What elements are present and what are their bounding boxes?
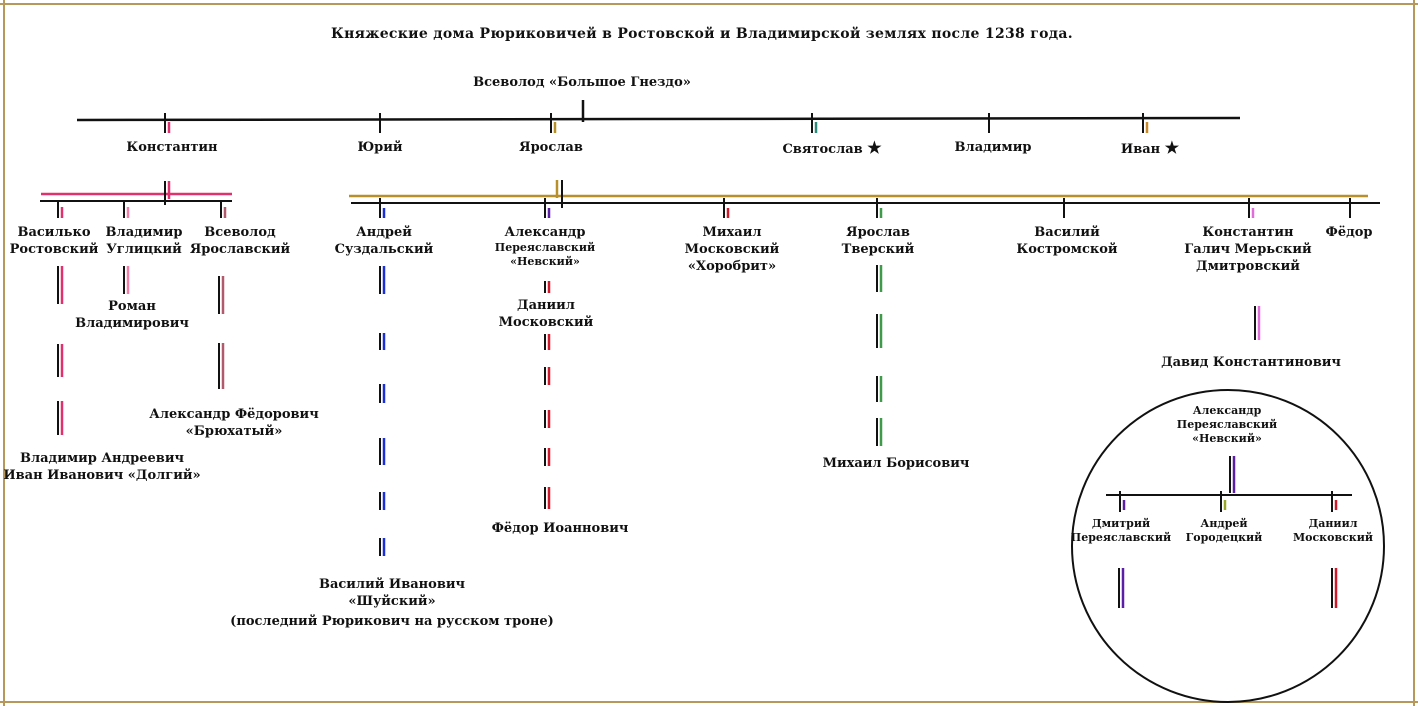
- label-yaroslav: Ярослав: [519, 140, 583, 155]
- label-ivan: Иван ★: [1120, 138, 1180, 157]
- label-alexander-nevsky: Александр Переяславский «Невский»: [494, 225, 596, 268]
- label-mikhail-borisovich: Михаил Борисович: [822, 456, 970, 471]
- diagram-title: Княжеские дома Рюриковичей в Ростовской …: [331, 26, 1073, 42]
- star-mark-icon: ★: [867, 138, 882, 157]
- label-vasily-shuisky: Василий Иванович«Шуйский» (последний Рюр…: [230, 577, 554, 629]
- label-vsevolod-big-nest: Всеволод «Большое Гнездо»: [473, 75, 691, 90]
- label-yuri: Юрий: [357, 140, 403, 155]
- label-alexander-fedorovich: Александр Фёдорович«Брюхатый»: [149, 407, 319, 439]
- top-branch-line: [76, 116, 1241, 122]
- star-mark-icon: ★: [1164, 138, 1180, 157]
- inset-circle: [1071, 389, 1385, 703]
- label-vladimir: Владимир: [954, 140, 1032, 155]
- label-konstantin: Константин: [126, 140, 218, 155]
- label-david-konstantinovich: Давид Константинович: [1161, 355, 1341, 370]
- label-fedor: Фёдор: [1325, 225, 1373, 240]
- label-fedor-ioannovich: Фёдор Иоаннович: [491, 521, 629, 536]
- label-svyatoslav: Святослав ★: [782, 138, 882, 157]
